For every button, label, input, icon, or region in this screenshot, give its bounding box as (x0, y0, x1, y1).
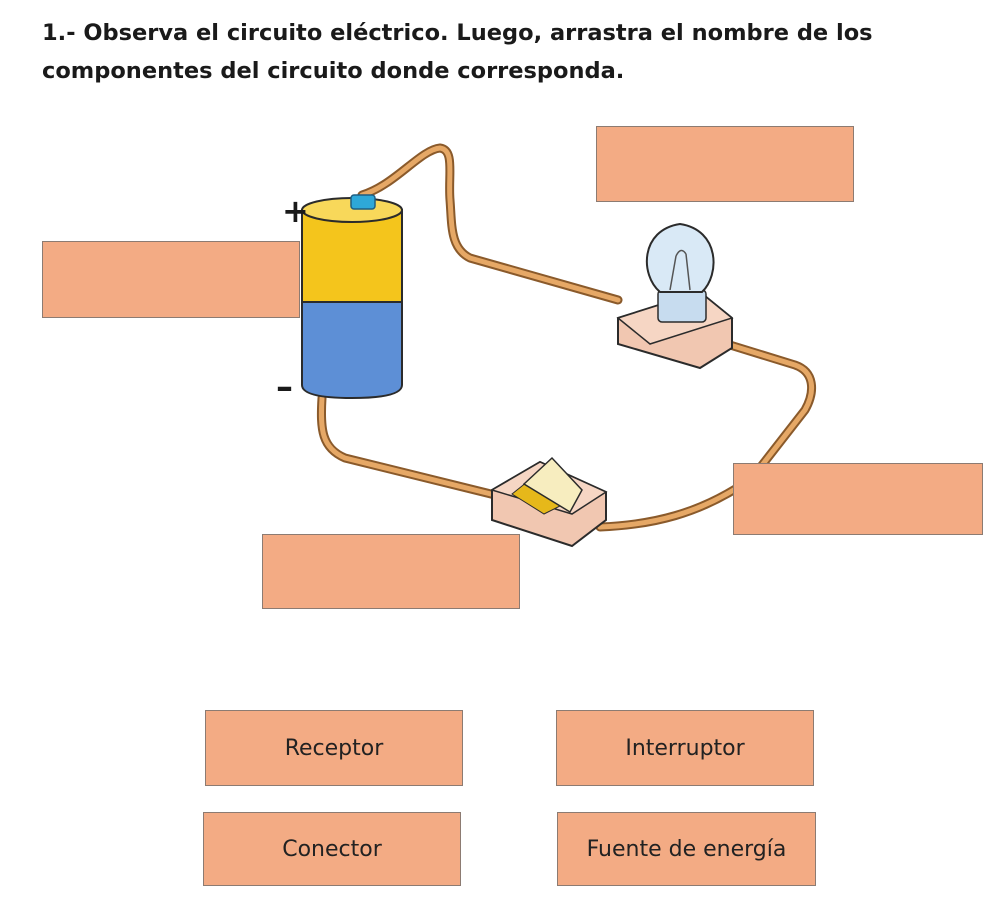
drop-zone-wire[interactable] (262, 534, 520, 609)
switch-lever (522, 456, 583, 514)
label-receptor[interactable]: Receptor (205, 710, 463, 786)
battery-top-half (301, 209, 403, 303)
drop-zone-bulb[interactable] (596, 126, 854, 202)
label-fuente-de-energia[interactable]: Fuente de energía (557, 812, 816, 886)
bulb-filament (669, 249, 691, 291)
instructions-line-2: componentes del circuito donde correspon… (42, 58, 625, 84)
instructions-text: 1.- Observa el circuito eléctrico. Luego… (42, 14, 942, 90)
drop-zone-battery[interactable] (42, 241, 300, 318)
drop-zone-switch[interactable] (733, 463, 983, 535)
label-receptor-text: Receptor (284, 735, 384, 761)
bulb (616, 222, 734, 370)
instructions-line-1: 1.- Observa el circuito eléctrico. Luego… (42, 20, 873, 46)
label-interruptor-text: Interruptor (625, 735, 745, 761)
switch (490, 456, 608, 548)
wire-bottom-outline (316, 393, 500, 500)
label-conector[interactable]: Conector (203, 812, 461, 886)
battery-terminal (350, 194, 376, 210)
battery (301, 194, 403, 400)
battery-bottom-half (301, 299, 403, 400)
label-interruptor[interactable]: Interruptor (556, 710, 814, 786)
battery-negative-sign: – (276, 367, 293, 407)
bulb-base (657, 289, 707, 323)
label-fuente-text: Fuente de energía (586, 836, 787, 862)
label-conector-text: Conector (282, 836, 382, 862)
battery-positive-sign: + (282, 192, 309, 230)
wire-top (359, 145, 621, 303)
bulb-glass (646, 222, 715, 293)
wire-bottom (318, 395, 498, 498)
